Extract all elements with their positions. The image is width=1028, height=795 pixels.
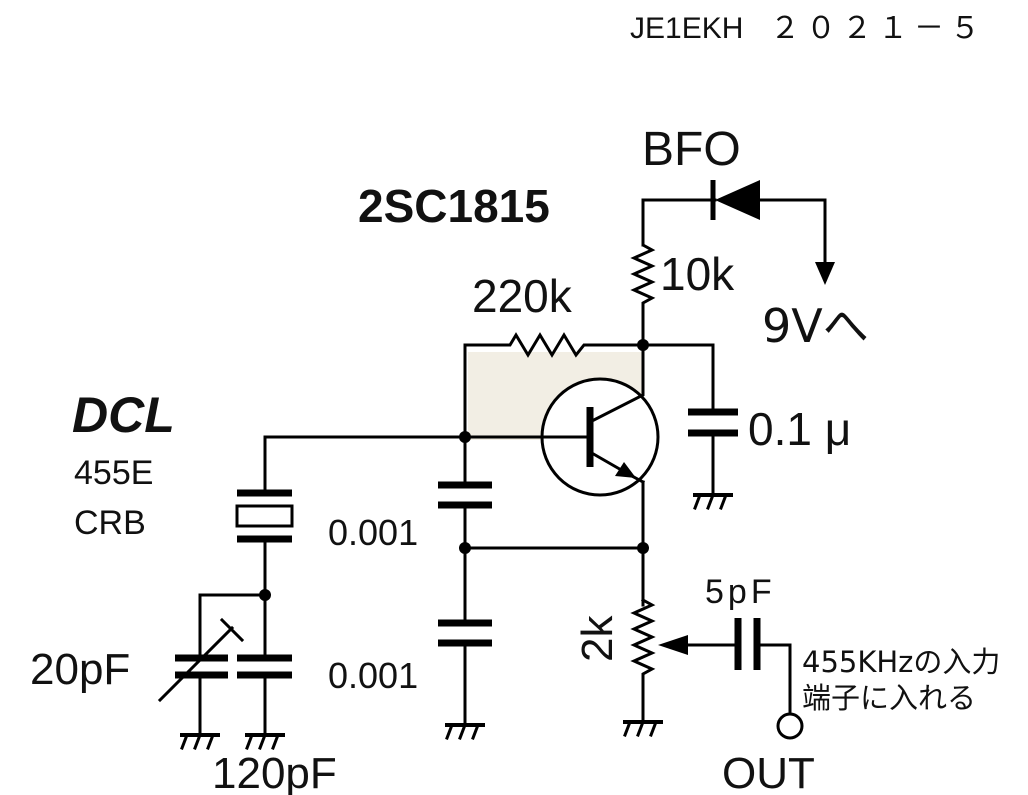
junction-dot [637,339,649,351]
resistor-220k [463,332,645,439]
label-c-output: 5pF [705,573,776,611]
label-resonator-model: 455E [74,454,153,492]
diode [641,180,835,285]
label-transistor: 2SC1815 [358,180,550,232]
label-c-feedback-lower: 0.001 [328,655,418,696]
ground-icon [623,720,663,737]
output-terminal-icon [776,712,804,740]
trimmer-capacitor-20pf [157,593,267,737]
junction-dot [637,542,649,554]
ground-icon [180,733,220,750]
capacitor-0.001-upper [438,435,492,622]
base-wire [263,435,467,492]
junction-dot [459,431,471,443]
junction-dot [459,542,471,554]
resistor-10k [630,233,656,347]
label-pot: 2k [573,615,622,662]
ground-icon [445,723,485,740]
label-resonator-type: CRB [74,504,146,542]
capacitor-0.1u [641,343,738,497]
junction-dot [259,589,271,601]
label-output: OUT [722,749,815,795]
label-bfo: BFO [642,123,741,176]
potentiometer-2k [630,597,737,724]
label-c-trimmer: 20pF [30,645,130,694]
ground-icon [693,493,733,510]
capacitor-0.001-lower [438,619,492,727]
transistor-2sc1815 [463,343,660,607]
capacitor-120pf [237,654,292,737]
ceramic-resonator [235,489,294,657]
author-text: JE1EKH [630,12,743,45]
label-c-bypass: 0.1 μ [748,403,851,455]
date-text: ２０２１－５ [770,11,986,46]
capacitor-5pf [734,618,804,740]
label-r-bias: 220k [472,270,573,322]
arrow-down-icon [815,262,835,285]
label-r-collector: 10k [660,248,735,300]
label-note-line1: 455KHzの入力 [802,645,1000,679]
label-resonator-brand: DCL [72,387,175,443]
label-supply: 9Vへ [762,299,869,353]
label-note-line2: 端子に入れる [802,681,976,715]
label-c-feedback-upper: 0.001 [328,512,418,553]
label-c-fixed: 120pF [212,749,337,795]
ground-icon [245,733,285,750]
